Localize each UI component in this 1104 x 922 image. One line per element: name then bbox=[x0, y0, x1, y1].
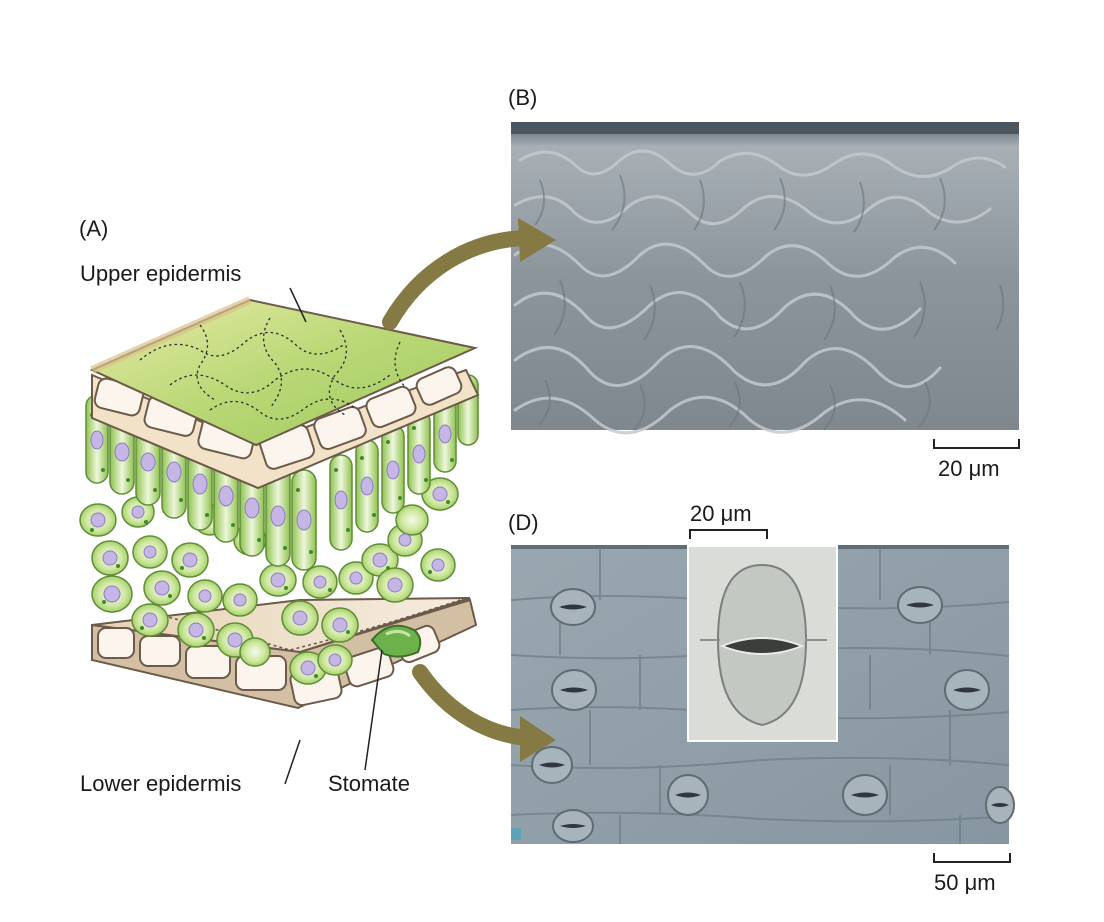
leaf-cross-section bbox=[79, 296, 480, 710]
stomate-inset bbox=[687, 545, 838, 742]
panel-a-label: (A) bbox=[79, 216, 109, 241]
scale-b-label: 20 μm bbox=[938, 456, 1000, 481]
lower-epidermis-label: Lower epidermis bbox=[80, 771, 242, 796]
upper-epidermis-label: Upper epidermis bbox=[80, 261, 242, 286]
upper-leader-line bbox=[289, 287, 307, 323]
scale-bar-b bbox=[933, 439, 1020, 449]
scale-d-label: 50 μm bbox=[934, 870, 996, 895]
stomate-leader-line bbox=[364, 649, 383, 771]
arrow-to-b bbox=[382, 218, 556, 330]
scale-d-inset-label: 20 μm bbox=[690, 501, 752, 526]
arrow-to-d bbox=[412, 664, 556, 762]
lower-leader-line bbox=[284, 739, 301, 785]
spongy-mesophyll bbox=[79, 477, 459, 685]
scale-bar-d-inset bbox=[689, 529, 768, 539]
stomata-small bbox=[531, 586, 1015, 843]
stomate-label: Stomate bbox=[328, 771, 410, 796]
panel-d-label: (D) bbox=[508, 510, 539, 535]
scale-bar-d bbox=[933, 853, 1011, 863]
panel-d-micrograph bbox=[510, 545, 1015, 844]
panel-b-micrograph bbox=[511, 122, 1019, 435]
panel-b-label: (B) bbox=[508, 85, 538, 110]
